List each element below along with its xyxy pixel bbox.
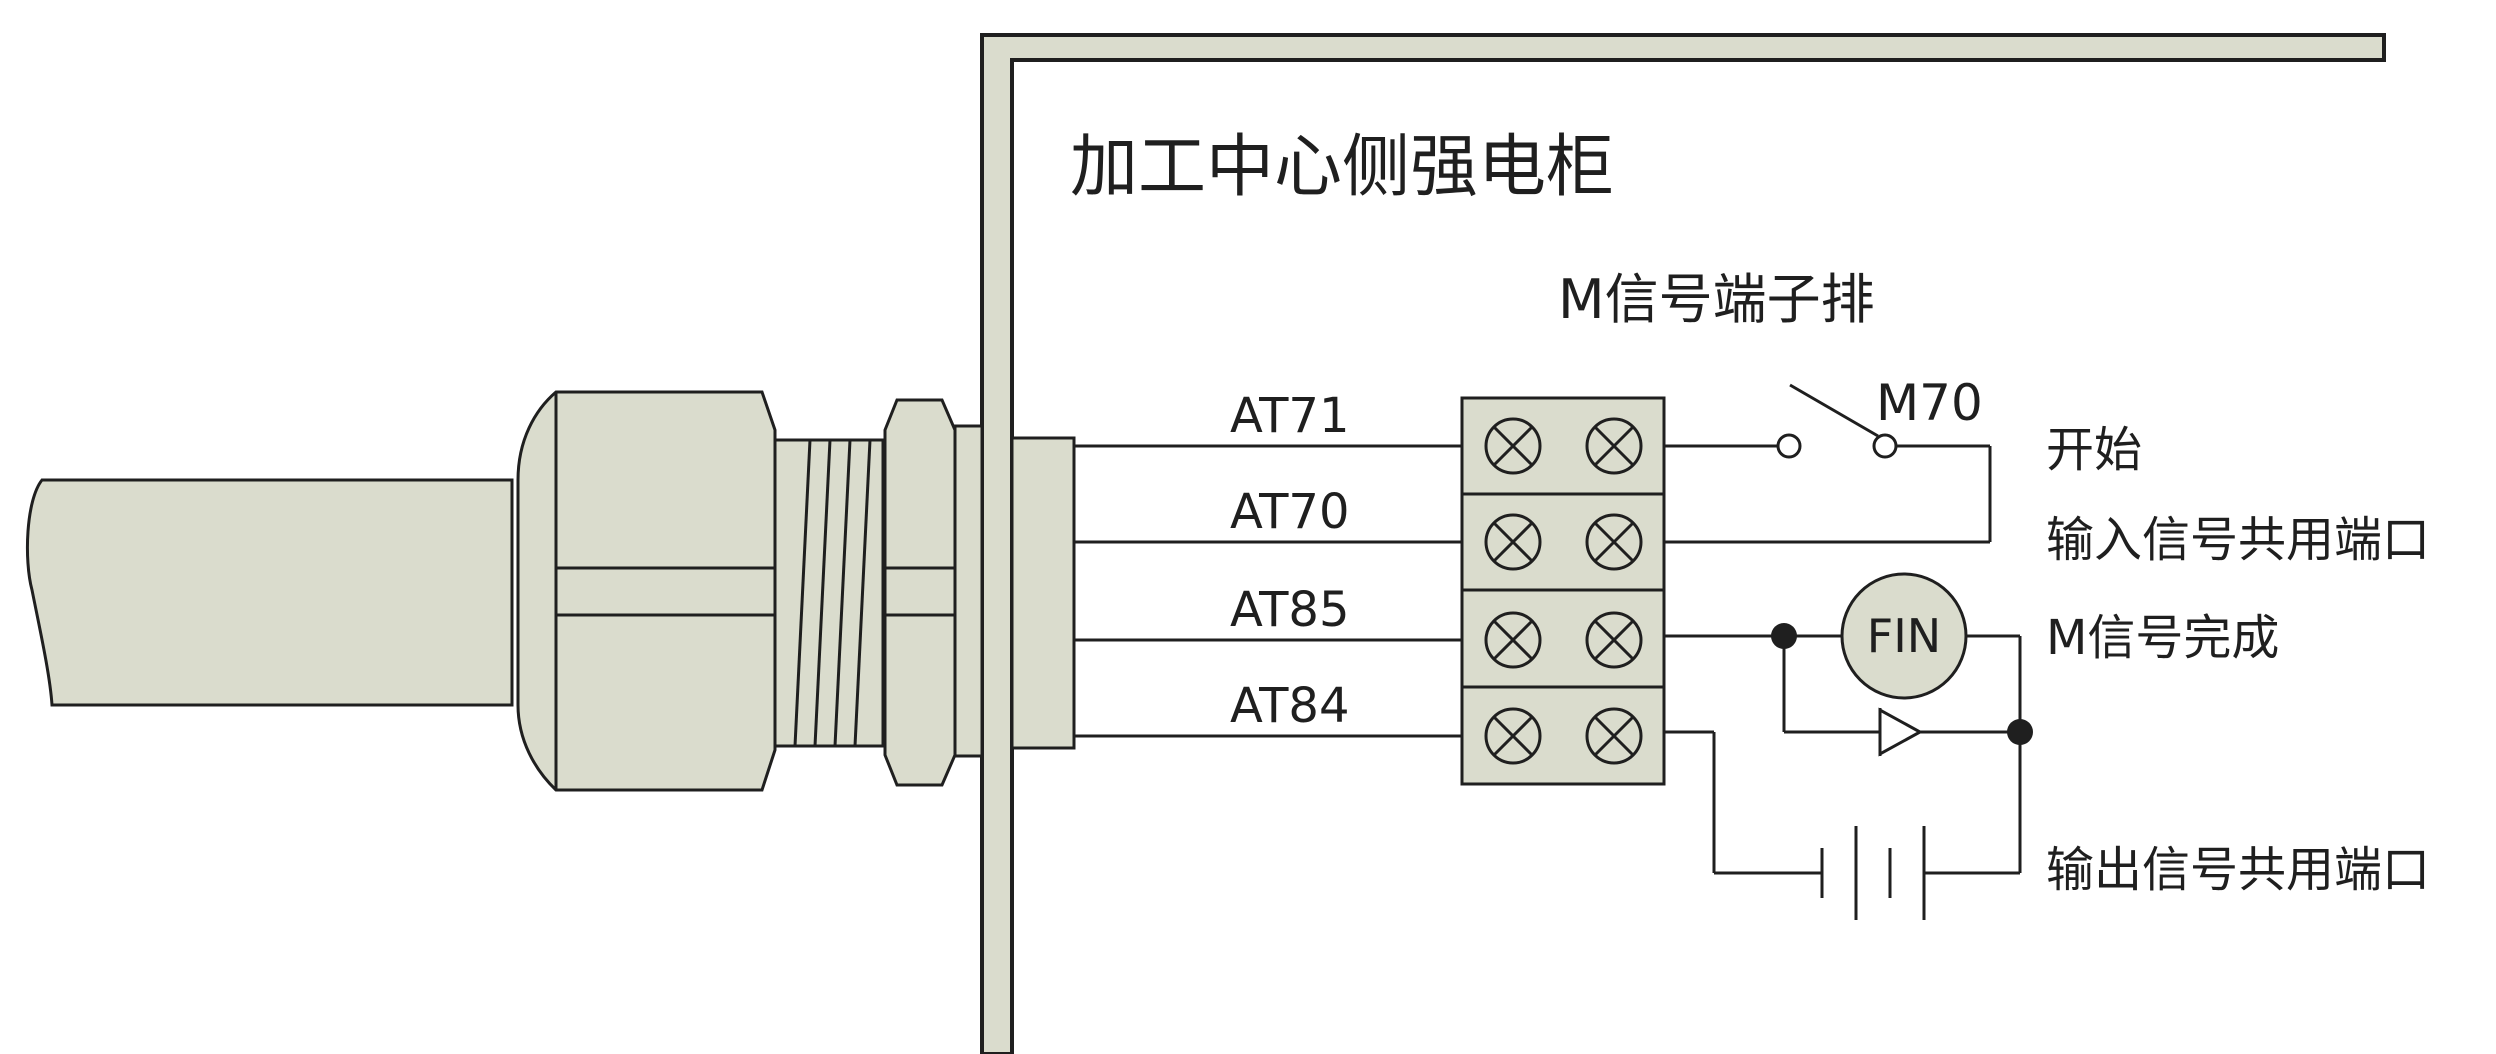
- switch-label: M70: [1876, 374, 1983, 432]
- wire-label-at84: AT84: [1230, 678, 1350, 734]
- screw-icon: [1585, 707, 1643, 765]
- switch-blade: [1789, 383, 1879, 438]
- junction-dot: [2007, 719, 2033, 745]
- lock-nut: [883, 398, 957, 787]
- terminal-block-title: M信号端子排: [1558, 268, 1875, 331]
- screw-icon: [1484, 707, 1542, 765]
- screw-icon: [1484, 513, 1542, 571]
- cabinet-wall: [980, 33, 2386, 1054]
- screw-icon: [1585, 513, 1643, 571]
- wire-label-at70: AT70: [1230, 484, 1350, 540]
- screw-icon: [1484, 417, 1542, 475]
- cable-gland: [25, 390, 1076, 792]
- switch-contact-right: [1872, 433, 1898, 459]
- cabinet-title: 加工中心侧强电柜: [1070, 128, 1614, 207]
- label-start: 开始: [2046, 422, 2142, 478]
- washer: [953, 424, 984, 758]
- junction-dot: [1771, 623, 1797, 649]
- signal-wires: [1074, 444, 1462, 738]
- diode-icon: [1878, 707, 1924, 757]
- cable: [25, 478, 514, 707]
- wire-label-at71: AT71: [1230, 388, 1350, 444]
- label-input-common: 输入信号共用端口: [2046, 512, 2430, 568]
- switch-contact-left: [1776, 433, 1802, 459]
- fin-lamp-label: FIN: [1867, 609, 1941, 663]
- connector-stub: [1010, 436, 1076, 750]
- right-circuit: [1664, 383, 2022, 920]
- terminal-screws: [1484, 417, 1643, 765]
- screw-icon: [1484, 611, 1542, 669]
- label-output-common: 输出信号共用端口: [2046, 842, 2430, 898]
- screw-icon: [1585, 611, 1643, 669]
- label-m-complete: M信号完成: [2046, 610, 2279, 666]
- wire-label-at85: AT85: [1230, 582, 1350, 638]
- screw-icon: [1585, 417, 1643, 475]
